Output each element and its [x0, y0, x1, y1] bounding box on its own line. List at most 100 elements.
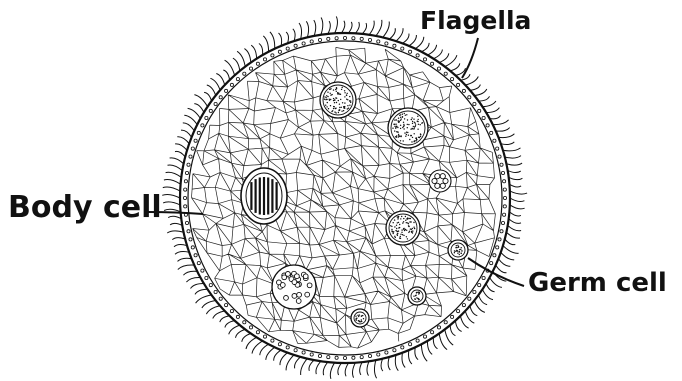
body-cell: [230, 310, 233, 313]
flagellum: [181, 130, 192, 137]
flagellum: [509, 177, 523, 179]
flagellum: [409, 35, 417, 46]
body-cell: [194, 254, 197, 257]
flagellum: [194, 104, 204, 113]
flagellum: [470, 306, 477, 316]
flagellum: [166, 172, 182, 177]
flagellum: [293, 29, 295, 41]
body-cell: [416, 54, 419, 57]
flagellum: [204, 92, 211, 101]
body-cell: [194, 139, 197, 142]
flagellum: [505, 156, 521, 158]
body-cell: [503, 196, 506, 199]
body-cell: [409, 343, 412, 346]
flagellum: [163, 202, 180, 205]
body-cell: [437, 326, 440, 329]
body-cell: [294, 349, 297, 352]
flagellum: [433, 50, 442, 59]
body-cell: [302, 351, 305, 354]
flagellum: [183, 271, 197, 275]
flagellum: [330, 363, 334, 379]
body-cell: [393, 44, 396, 47]
flagellum: [352, 363, 355, 378]
body-cell: [278, 50, 281, 53]
body-cell: [462, 89, 465, 92]
flagellum: [168, 165, 183, 171]
flagellum: [427, 341, 432, 355]
flagellum: [314, 20, 316, 36]
body-cell: [486, 124, 489, 127]
flagellum: [490, 116, 501, 119]
body-cell: [318, 354, 321, 357]
colony-outline: [180, 33, 510, 363]
body-cell: [201, 124, 204, 127]
body-cell: [409, 50, 412, 53]
flagellum: [388, 357, 390, 370]
flagellum: [439, 53, 449, 62]
body-cell: [335, 37, 338, 40]
flagellum: [479, 295, 488, 305]
flagellum: [342, 21, 345, 33]
body-cell: [496, 246, 499, 249]
body-cell: [184, 188, 187, 191]
flagellum: [508, 171, 521, 173]
flagellum: [510, 191, 527, 194]
flagellum: [202, 301, 216, 309]
cell-rosette: [429, 170, 451, 192]
body-cell: [352, 37, 355, 40]
flagellum: [242, 334, 251, 342]
body-cell: [496, 147, 499, 150]
flagellum: [479, 96, 490, 101]
flagellum: [177, 137, 189, 144]
flagellum: [286, 32, 288, 43]
flagellum: [470, 85, 481, 91]
flagellum: [170, 158, 184, 164]
flagellum: [178, 265, 195, 269]
flagellum: [403, 34, 409, 44]
flagellum: [506, 163, 522, 165]
flagellum: [164, 180, 181, 185]
flagellum: [194, 95, 207, 107]
body-cell: [209, 284, 212, 287]
flagellum: [220, 316, 230, 322]
body-cell: [286, 47, 289, 50]
flagellum: [450, 63, 460, 71]
flagellum: [381, 359, 383, 372]
flagellum: [445, 55, 457, 67]
body-cell: [360, 37, 363, 40]
flagellum: [503, 246, 519, 254]
body-cell: [205, 116, 208, 119]
body-cell: [416, 339, 419, 342]
body-cell: [444, 72, 447, 75]
body-cell: [444, 321, 447, 324]
flagellum: [167, 231, 183, 233]
flagellum: [266, 347, 275, 360]
flagellum: [321, 18, 323, 35]
body-cell: [214, 290, 217, 293]
flagellum: [299, 23, 302, 39]
flagellum: [345, 363, 348, 376]
flagellum: [355, 22, 359, 33]
flagellum: [389, 28, 395, 39]
flagellum: [415, 347, 418, 359]
flagellum: [509, 212, 521, 216]
flagellum: [216, 74, 224, 86]
body-cell: [201, 269, 204, 272]
flagellum: [496, 265, 507, 273]
body-cell: [197, 131, 200, 134]
body-cell: [478, 284, 481, 287]
body-cell: [478, 109, 481, 112]
flagellum: [295, 357, 301, 369]
body-cell: [219, 96, 222, 99]
flagellum: [286, 355, 294, 371]
body-cell: [263, 335, 266, 338]
body-cell: [473, 102, 476, 105]
body-cell: [183, 196, 186, 199]
flagellum: [168, 216, 181, 218]
body-cell: [490, 131, 493, 134]
flagellum: [486, 108, 499, 113]
body-cell: [327, 37, 330, 40]
body-cell: [503, 205, 506, 208]
body-cell: [457, 310, 460, 313]
body-cell: [498, 155, 501, 158]
